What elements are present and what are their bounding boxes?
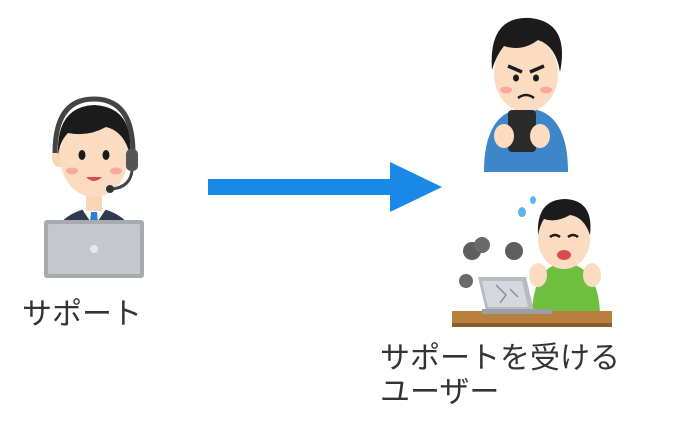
support-label: サポート [22, 297, 142, 332]
arrow-shaft [208, 179, 396, 195]
arrow-head [390, 162, 442, 212]
user-laptop-icon [452, 193, 612, 338]
user-smartphone-icon [478, 12, 574, 172]
user-label-line-2: ユーザー [380, 375, 500, 410]
flow-arrow [208, 160, 444, 214]
user-label: サポートを受ける ユーザー [380, 342, 620, 410]
user-label-line-1: サポートを受ける [380, 341, 620, 376]
support-agent-icon [38, 95, 150, 280]
